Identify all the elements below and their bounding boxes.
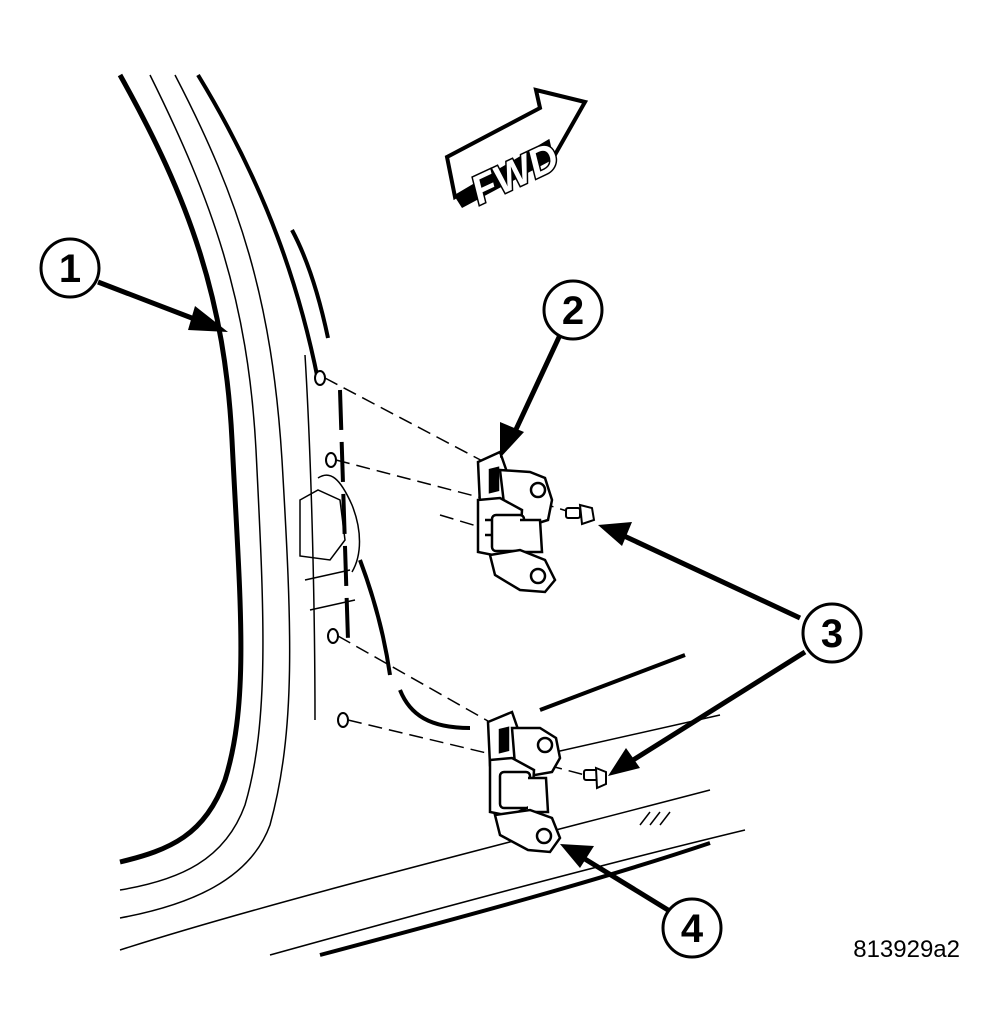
lower-bolt (583, 766, 607, 790)
callout-4: 4 (560, 844, 723, 959)
callout-2: 2 (500, 279, 604, 458)
callout-2-number: 2 (562, 289, 584, 333)
callout-1-number: 1 (59, 247, 81, 291)
upper-bolt (565, 503, 596, 526)
forward-direction-arrow: FWD (444, 87, 589, 215)
lower-hinge (486, 710, 562, 854)
callout-3-number: 3 (821, 612, 843, 656)
callout-3: 3 (598, 522, 863, 776)
body-pillar (117, 73, 746, 957)
callout-4-number: 4 (681, 907, 704, 951)
upper-hinge (476, 450, 557, 594)
callout-1: 1 (39, 237, 228, 332)
figure-id: 813929a2 (853, 936, 960, 963)
